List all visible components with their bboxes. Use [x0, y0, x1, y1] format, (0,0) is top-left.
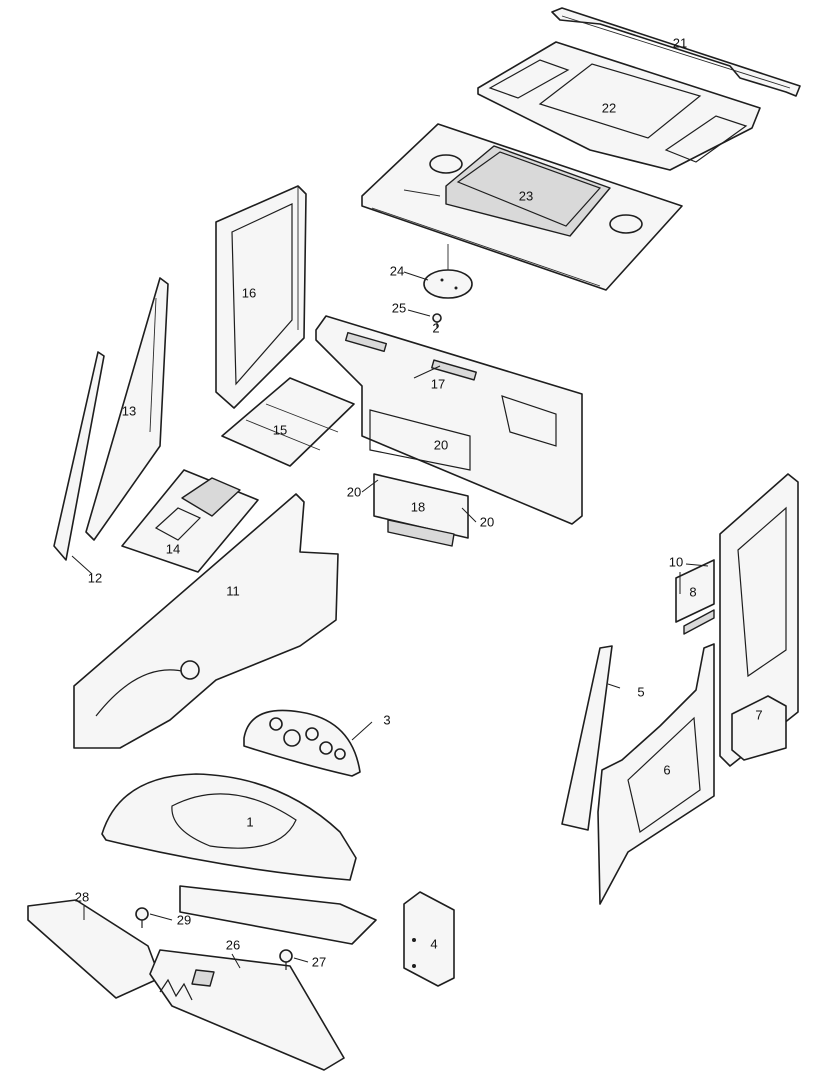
- callout-20-c: 20: [480, 515, 494, 530]
- callout-13: 13: [122, 404, 136, 419]
- part-1-dashboard: [101, 773, 377, 945]
- callout-7: 7: [755, 708, 762, 723]
- part-14-console: [121, 469, 259, 573]
- part-29-fastener: [135, 907, 149, 928]
- callout-21: 21: [673, 36, 687, 51]
- callout-27: 27: [312, 955, 326, 970]
- callout-6: 6: [663, 763, 670, 778]
- callout-14: 14: [166, 542, 180, 557]
- part-24-dome-light: [423, 244, 473, 299]
- callout-8: 8: [689, 585, 696, 600]
- part-27-fastener: [279, 949, 293, 970]
- callout-18: 18: [411, 500, 425, 515]
- callout-24: 24: [390, 264, 404, 279]
- callout-28: 28: [75, 890, 89, 905]
- callout-26: 26: [226, 938, 240, 953]
- part-6-door-panel: [597, 643, 715, 905]
- part-17-rear-wall: [315, 315, 583, 525]
- part-25-screw: [432, 313, 442, 328]
- callout-5: 5: [637, 685, 644, 700]
- part-21-rear-rail: [551, 7, 801, 97]
- callout-22: 22: [602, 101, 616, 116]
- callout-17: 17: [431, 377, 445, 392]
- part-22-roof-panel: [477, 41, 761, 171]
- callout-16: 16: [242, 286, 256, 301]
- part-15-floor-tray: [221, 377, 355, 467]
- callout-20-b: 20: [347, 485, 361, 500]
- part-26-floor-panel: [149, 949, 345, 1071]
- callout-2: 2: [432, 321, 439, 336]
- part-8-switch-plate: [675, 559, 715, 635]
- callout-15: 15: [273, 423, 287, 438]
- callout-3: 3: [383, 713, 390, 728]
- callout-23: 23: [519, 189, 533, 204]
- part-5-pillar-trim: [561, 645, 613, 831]
- part-12-pillar-trim: [53, 351, 105, 561]
- part-23-roof-console: [361, 123, 683, 291]
- callout-11: 11: [226, 584, 240, 599]
- part-16-side-frame: [215, 185, 307, 409]
- part-4-bracket: [403, 891, 455, 987]
- part-13-pillar-trim: [85, 277, 169, 541]
- callout-10: 10: [669, 555, 683, 570]
- callout-labels: 1 2 3 4 5 6 7 8 10 11 12 13 14 15 16 17 …: [75, 36, 763, 970]
- callout-4: 4: [430, 937, 437, 952]
- callout-12: 12: [88, 571, 102, 586]
- leader-lines: [71, 271, 709, 969]
- callout-25: 25: [392, 301, 406, 316]
- part-3-instrument-cluster: [243, 709, 361, 777]
- callout-1: 1: [246, 815, 253, 830]
- part-11-side-panel: [73, 493, 339, 749]
- callout-29: 29: [177, 913, 191, 928]
- callout-20-a: 20: [434, 438, 448, 453]
- right-door-frame: [719, 473, 799, 767]
- part-7-module: [731, 695, 787, 761]
- part-18-rear-glass: [373, 473, 469, 547]
